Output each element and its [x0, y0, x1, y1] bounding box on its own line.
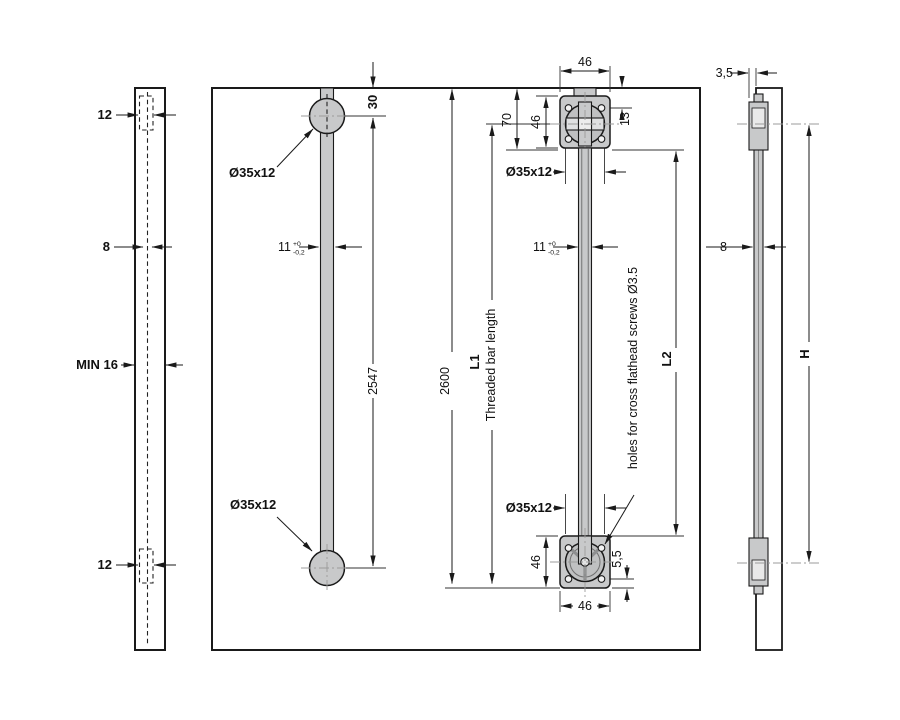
cup-bottom-label: Ø35x12 [230, 497, 276, 512]
dim-2600-label: 2600 [438, 367, 452, 395]
screw-hole [564, 544, 573, 552]
dim-3-5-label: 3,5 [716, 66, 733, 80]
panel-front-outline [211, 87, 701, 651]
dim-pocket-bottom-label: 12 [98, 557, 112, 572]
cup-top-label: Ø35x12 [229, 165, 275, 180]
front-bar-view: Ø35x12 Ø35x12 30 11 +0 -0,2 2547 [229, 62, 386, 592]
dim-46-plate-bottom-label: 46 [529, 555, 543, 569]
top-fitting-nub-side [753, 93, 764, 103]
dim-groove-label: 8 [103, 239, 110, 254]
screw-hole [564, 104, 573, 112]
dim-pocket-top-label: 12 [98, 107, 112, 122]
dim-46-top-label: 46 [578, 55, 592, 69]
dim-5-5-label: 5,5 [610, 550, 624, 567]
screw-hole [564, 575, 573, 583]
top-fitting-nut-side [751, 107, 766, 129]
bottom-fitting-nub-side [753, 585, 764, 595]
dim-11-tol-plus: +0 [293, 241, 301, 248]
dim-11-detail-tol-minus: -0,2 [548, 250, 560, 257]
dim-11-tol-minus: -0,2 [293, 250, 305, 257]
screw-hole [564, 135, 573, 143]
front-panel-view [211, 87, 701, 651]
dim-h-label: H [797, 349, 812, 358]
dim-46-plate-top-label: 46 [529, 115, 543, 129]
dim-l2-label: L2 [659, 351, 674, 366]
hidden-pocket-top [138, 95, 154, 131]
bottom-fitting-nut-side [751, 559, 766, 581]
right-side-view: 3,5 8 H [706, 66, 820, 651]
hidden-pocket-bottom [138, 548, 154, 584]
l1-caption: Threaded bar length [484, 309, 498, 422]
dim-13-label: 13 [618, 112, 632, 126]
dim-thickness-label: MIN 16 [76, 357, 118, 372]
cup-bottom-detail-label: Ø35x12 [506, 500, 552, 515]
screw-hole [597, 135, 606, 143]
left-side-view: 12 8 MIN 16 12 [76, 87, 183, 651]
dim-30-label: 30 [365, 95, 380, 109]
threaded-bar-detail-view: 46 70 46 13 Ø35x12 11 +0 -0,2 2600 L1 Th… [438, 55, 684, 613]
dim-2547-label: 2547 [366, 367, 380, 395]
cup-top-detail-label: Ø35x12 [506, 164, 552, 179]
screw-hole [597, 575, 606, 583]
dim-11-label: 11 [278, 240, 291, 254]
dim-11-detail-tol-plus: +0 [548, 241, 556, 248]
dim-l1-label: L1 [467, 354, 482, 369]
dim-11-detail-label: 11 [533, 240, 546, 254]
screw-hole [597, 544, 606, 552]
panel-edge-view [134, 87, 166, 651]
bar-front [319, 87, 335, 561]
threaded-bar [577, 147, 593, 537]
screw-note: holes for cross flathead screws Ø3.5 [626, 267, 640, 469]
screw-hole [597, 104, 606, 112]
dim-46-bottom-label: 46 [578, 599, 592, 613]
dim-70-label: 70 [500, 113, 514, 127]
